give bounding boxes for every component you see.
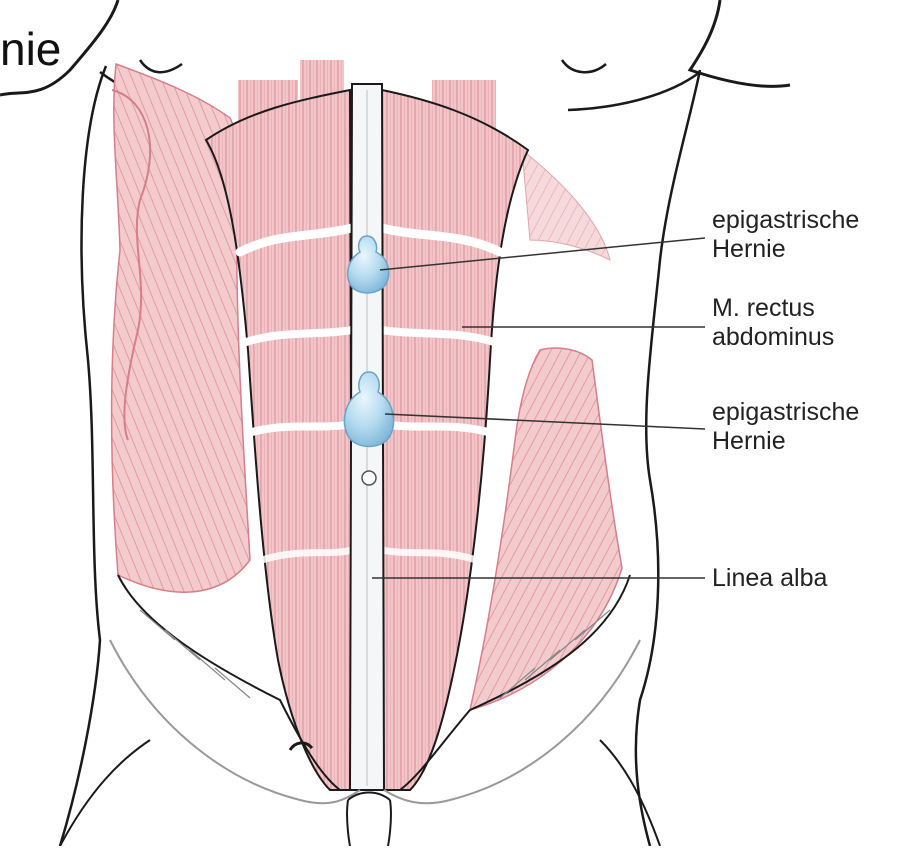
label-hernia-lower-line1: epigastrische [712, 398, 859, 427]
left-flank-outline [60, 66, 106, 846]
left-nipple-line [140, 60, 182, 72]
umbilicus [362, 471, 376, 485]
label-rectus-line1: M. rectus [712, 294, 834, 323]
genital-outline [347, 793, 391, 847]
right-oblique-upper [522, 150, 610, 260]
right-clavicle-line [568, 72, 700, 110]
right-oblique-muscle [470, 348, 622, 710]
label-hernia-upper-line2: Hernie [712, 235, 859, 264]
label-rectus: M. rectus abdominus [712, 294, 834, 352]
label-linea-alba: Linea alba [712, 564, 827, 593]
label-hernia-upper-line1: epigastrische [712, 206, 859, 235]
label-hernia-lower-line2: Hernie [712, 427, 859, 456]
label-hernia-upper: epigastrische Hernie [712, 206, 859, 264]
lower-right-thigh-line [600, 740, 660, 846]
slide-title-fragment: nie [0, 22, 61, 76]
label-rectus-line2: abdominus [712, 323, 834, 352]
label-linea-alba-line1: Linea alba [712, 564, 827, 593]
right-nipple-line [562, 60, 606, 72]
torso-outline-right [690, 0, 790, 86]
right-flank-outline [636, 70, 700, 846]
label-hernia-lower: epigastrische Hernie [712, 398, 859, 456]
